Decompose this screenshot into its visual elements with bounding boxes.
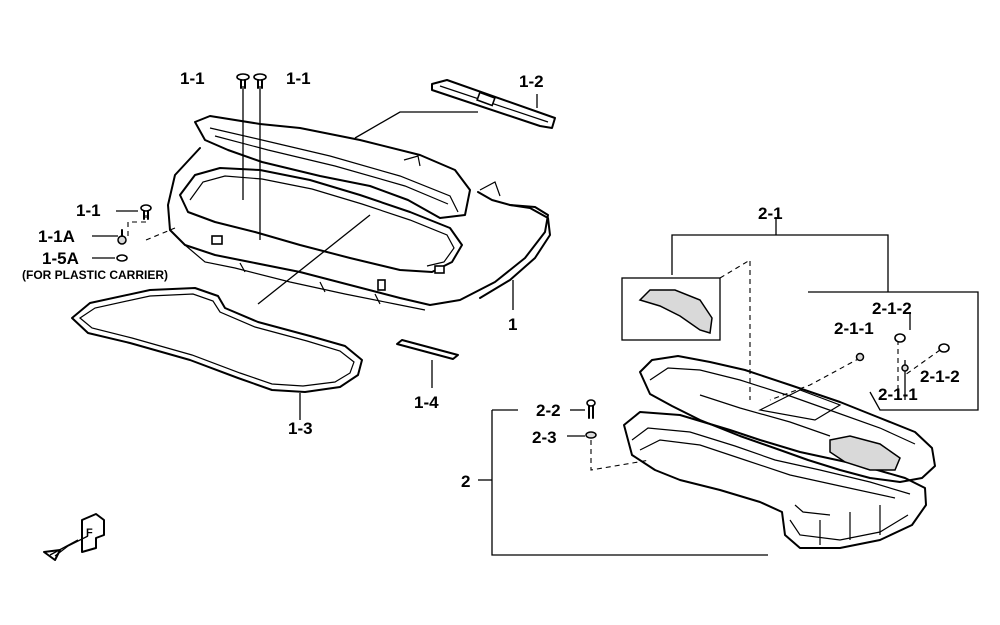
part-2-lower-tray	[623, 411, 927, 549]
washer-1-1A	[117, 229, 127, 245]
label-2-3: 2-3	[532, 428, 557, 447]
label-1: 1	[508, 315, 517, 334]
part-1-4-rod	[396, 339, 459, 388]
nut-2-1-2-b	[938, 343, 950, 353]
label-1-5A: 1-5A	[42, 249, 79, 268]
front-direction-icon	[43, 513, 105, 561]
label-1-1-b: 1-1	[286, 69, 311, 88]
washer-1-5A	[116, 254, 128, 262]
part-1-carrier-box	[167, 115, 551, 311]
label-1-1-a: 1-1	[180, 69, 205, 88]
label-1-3: 1-3	[288, 419, 313, 438]
part-2-1-upper-cover	[639, 355, 936, 483]
note-plastic-carrier: (FOR PLASTIC CARRIER)	[22, 268, 168, 282]
label-2-1-1-b: 2-1-1	[878, 385, 918, 404]
label-1-1-c: 1-1	[76, 201, 101, 220]
label-2-2: 2-2	[536, 401, 561, 420]
screw-1-1-right	[253, 73, 267, 89]
screw-2-2	[586, 399, 596, 419]
label-1-2: 1-2	[519, 72, 544, 91]
label-2-1-2-b: 2-1-2	[920, 367, 960, 386]
label-2: 2	[461, 472, 470, 491]
leaders-part-2	[478, 217, 979, 556]
part-1-2-trim-strip	[431, 79, 556, 129]
screw-1-1-side	[140, 204, 152, 220]
nut-2-1-1-a	[855, 352, 865, 362]
label-1-4: 1-4	[414, 393, 439, 412]
label-2-1-1-a: 2-1-1	[834, 319, 874, 338]
nut-2-1-2-a	[894, 333, 906, 343]
part-1-3-seal	[71, 287, 363, 420]
nut-2-1-1-b	[901, 364, 909, 372]
leaders-part-1	[92, 86, 538, 310]
label-2-1-2-a: 2-1-2	[872, 299, 912, 318]
label-2-1: 2-1	[758, 204, 783, 223]
front-marker-letter: F	[86, 527, 93, 539]
washer-2-3	[585, 431, 597, 439]
pad-2-1	[638, 289, 713, 334]
screw-1-1-left	[236, 73, 250, 89]
label-1-1A: 1-1A	[38, 227, 75, 246]
